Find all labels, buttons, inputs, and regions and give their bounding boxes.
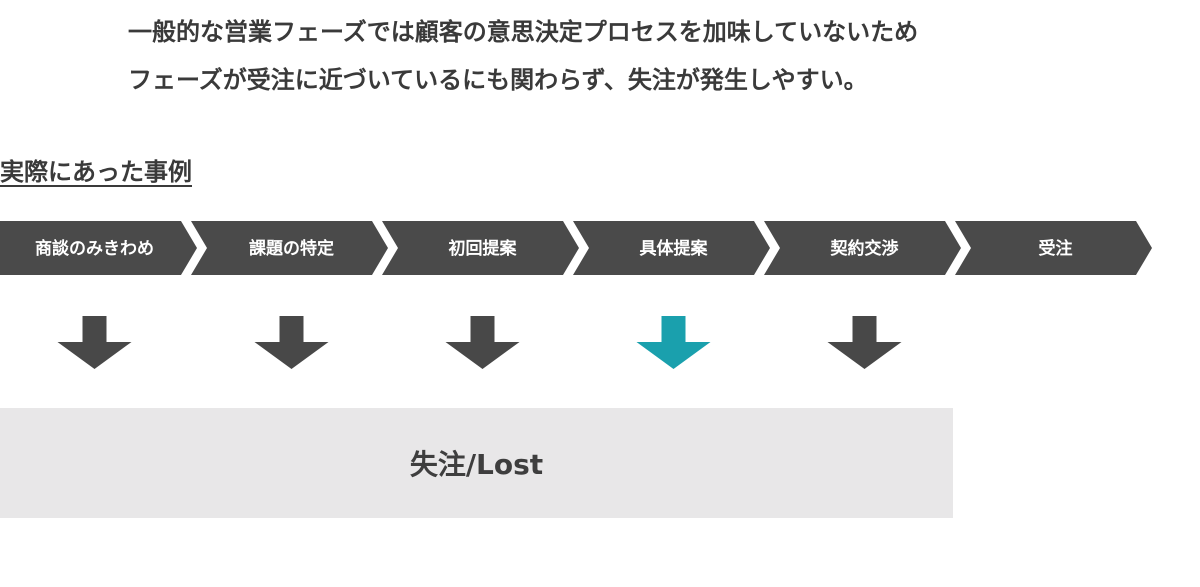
intro-text: 一般的な営業フェーズでは顧客の意思決定プロセスを加味していないため フェーズが受… <box>128 8 918 104</box>
down-arrow-icon-3 <box>445 316 520 369</box>
phase-chevron-4 <box>573 221 770 275</box>
phase-chevron-5 <box>764 221 961 275</box>
phase-label-2: 課題の特定 <box>249 238 334 259</box>
phase-flow-diagram: 商談のみきわめ 課題の特定 初回提案 具体提案 契約交渉 受注 <box>0 221 1152 369</box>
intro-line-1: 一般的な営業フェーズでは顧客の意思決定プロセスを加味していないため <box>128 18 919 46</box>
phase-chevron-6 <box>955 221 1152 275</box>
phase-label-1: 商談のみきわめ <box>35 238 154 259</box>
down-arrow-icon-4 <box>636 316 711 369</box>
phase-label-6: 受注 <box>1039 238 1073 259</box>
down-arrow-icon-2 <box>254 316 329 369</box>
lost-box: 失注/Lost <box>0 408 953 518</box>
intro-line-2: フェーズが受注に近づいているにも関わらず、失注が発生しやすい。 <box>128 66 868 94</box>
lost-box-label: 失注/Lost <box>409 448 544 481</box>
down-arrow-icon-1 <box>57 316 132 369</box>
phase-chevron-1 <box>0 221 197 275</box>
phase-label-3: 初回提案 <box>449 238 518 259</box>
phase-chevron-3 <box>382 221 579 275</box>
down-arrow-icon-5 <box>827 316 902 369</box>
case-heading: 実際にあった事例 <box>0 158 192 186</box>
phase-label-5: 契約交渉 <box>830 238 899 259</box>
phase-chevron-2 <box>191 221 388 275</box>
phase-label-4: 具体提案 <box>639 238 709 259</box>
